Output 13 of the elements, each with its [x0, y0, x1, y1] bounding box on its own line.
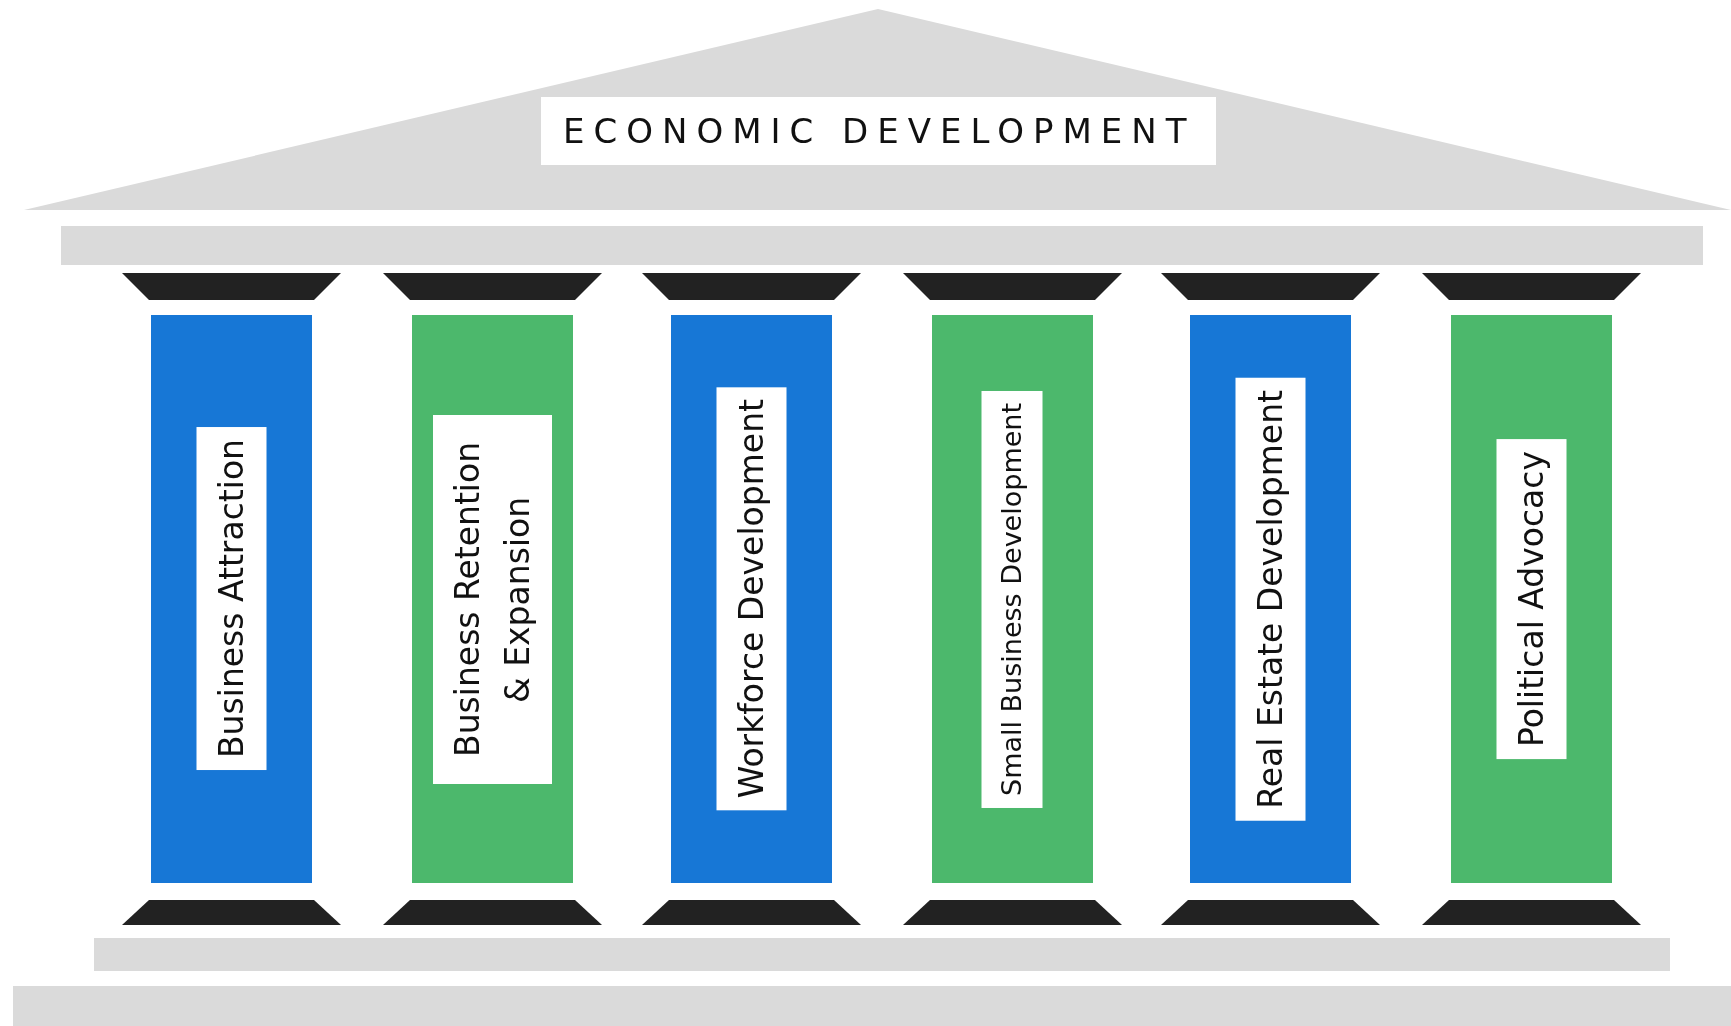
pillar	[151, 315, 312, 883]
pillar-label: Political Advocacy	[1496, 438, 1567, 760]
title-label: ECONOMIC DEVELOPMENT	[541, 97, 1216, 165]
pillar	[932, 315, 1093, 883]
pillar-label: Small Business Development	[982, 390, 1043, 808]
pillar	[1190, 315, 1351, 883]
pillar-label: Business Retention & Expansion	[433, 414, 552, 784]
pillar-label: Business Attraction	[196, 427, 267, 771]
pillar-label: Real Estate Development	[1235, 377, 1306, 821]
pillar	[671, 315, 832, 883]
pillar	[1451, 315, 1612, 883]
pillar-label: Workforce Development	[716, 387, 787, 811]
pillar	[412, 315, 573, 883]
